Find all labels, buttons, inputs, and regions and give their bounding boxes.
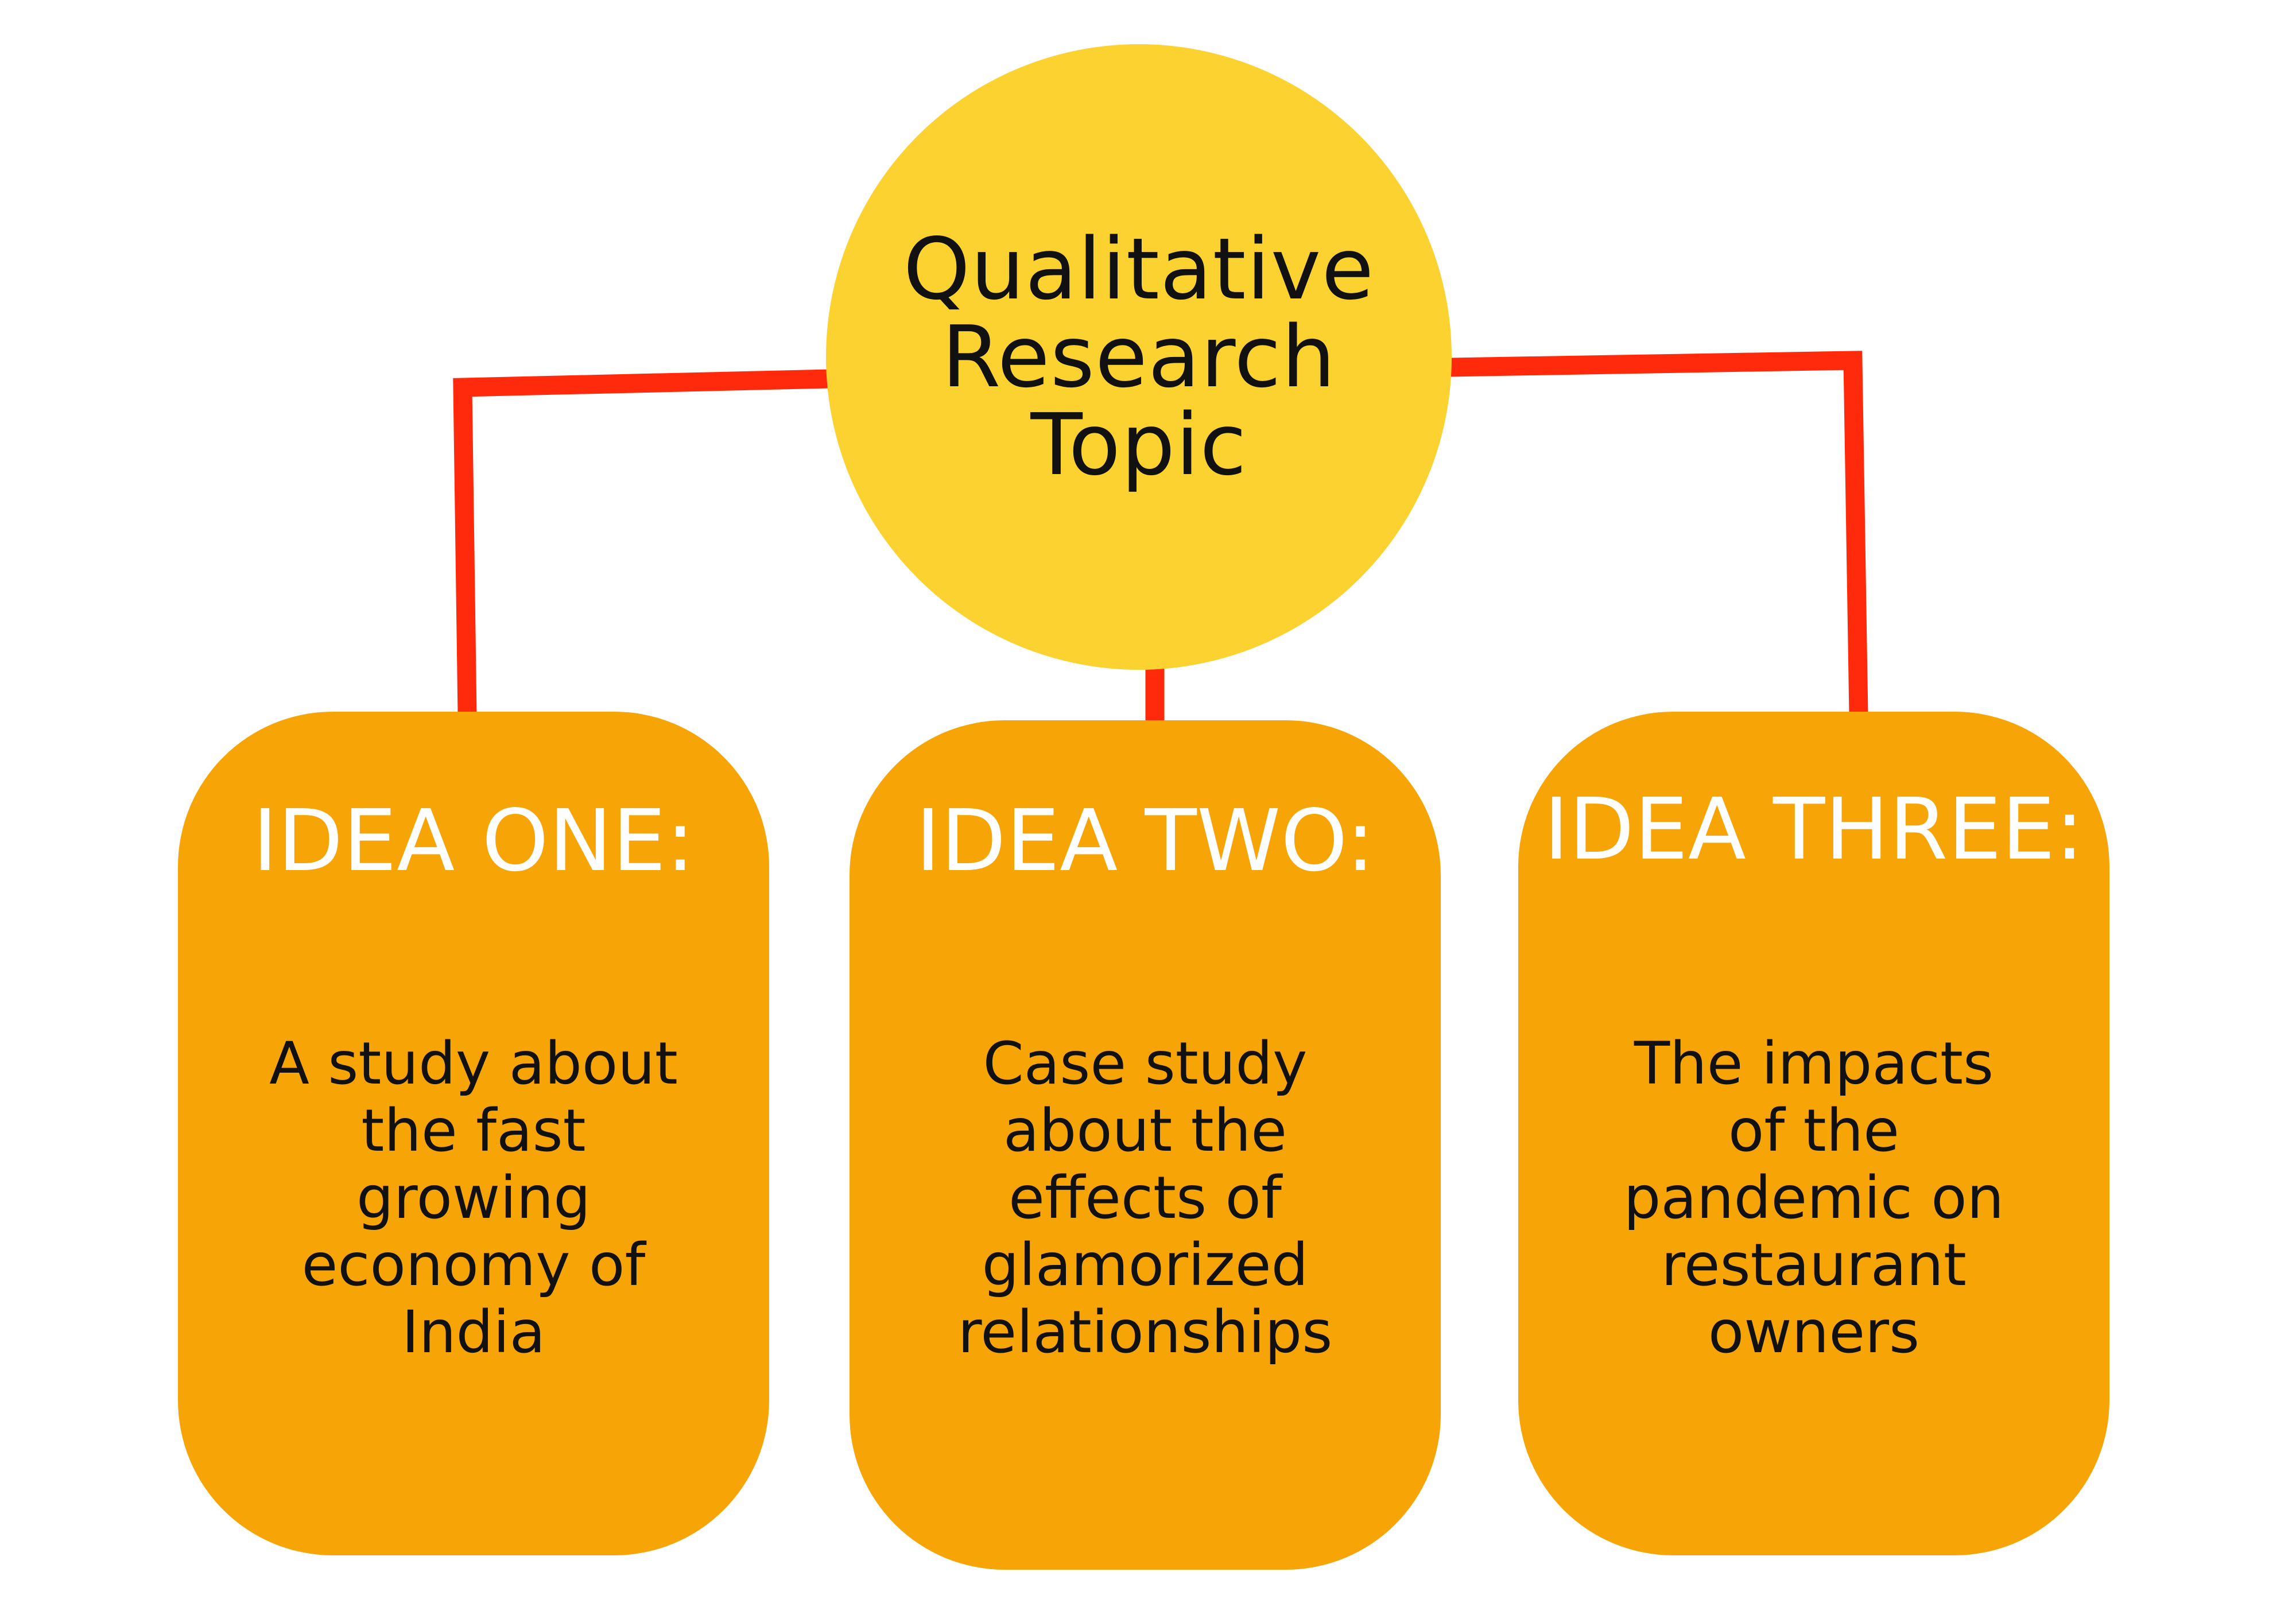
central-topic-node: Qualitative Research Topic <box>826 44 1452 670</box>
idea-card-three: IDEA THREE: The impacts of the pandemic … <box>1518 712 2109 1555</box>
idea-description-line: Case study <box>983 1030 1308 1098</box>
idea-three-description: The impacts of the pandemic on restauran… <box>1518 1030 2109 1366</box>
idea-card-two: IDEA TWO: Case study about the effects o… <box>850 720 1441 1570</box>
idea-description-line: restaurant <box>1661 1231 1967 1299</box>
idea-description-line: India <box>401 1298 546 1367</box>
idea-description-line: pandemic on <box>1623 1164 2004 1232</box>
idea-three-heading: IDEA THREE: <box>1543 780 2084 879</box>
idea-two-heading: IDEA TWO: <box>916 791 1375 890</box>
idea-description-line: economy of <box>301 1231 646 1299</box>
idea-one-description: A study about the fast growing economy o… <box>178 1030 769 1366</box>
idea-description-line: relationships <box>957 1298 1333 1367</box>
central-topic-line: Topic <box>1030 395 1247 494</box>
idea-description-line: The impacts <box>1634 1030 1994 1098</box>
idea-one-heading: IDEA ONE: <box>253 791 695 890</box>
idea-card-one: IDEA ONE: A study about the fast growing… <box>178 712 769 1555</box>
idea-description-line: growing <box>356 1164 591 1232</box>
connector-right <box>1449 351 1868 715</box>
idea-description-line: glamorized <box>982 1231 1309 1299</box>
idea-description-line: effects of <box>1009 1164 1282 1232</box>
idea-description-line: of the <box>1728 1097 1900 1165</box>
idea-description-line: owners <box>1708 1298 1920 1367</box>
idea-description-line: the fast <box>361 1097 586 1165</box>
idea-description-line: A study about <box>269 1030 678 1098</box>
central-topic-line: Qualitative <box>903 219 1375 319</box>
central-topic-line: Research <box>941 307 1336 406</box>
idea-two-description: Case study about the effects of glamoriz… <box>850 1030 1441 1366</box>
connector-left <box>453 369 830 715</box>
idea-description-line: about the <box>1003 1097 1287 1165</box>
